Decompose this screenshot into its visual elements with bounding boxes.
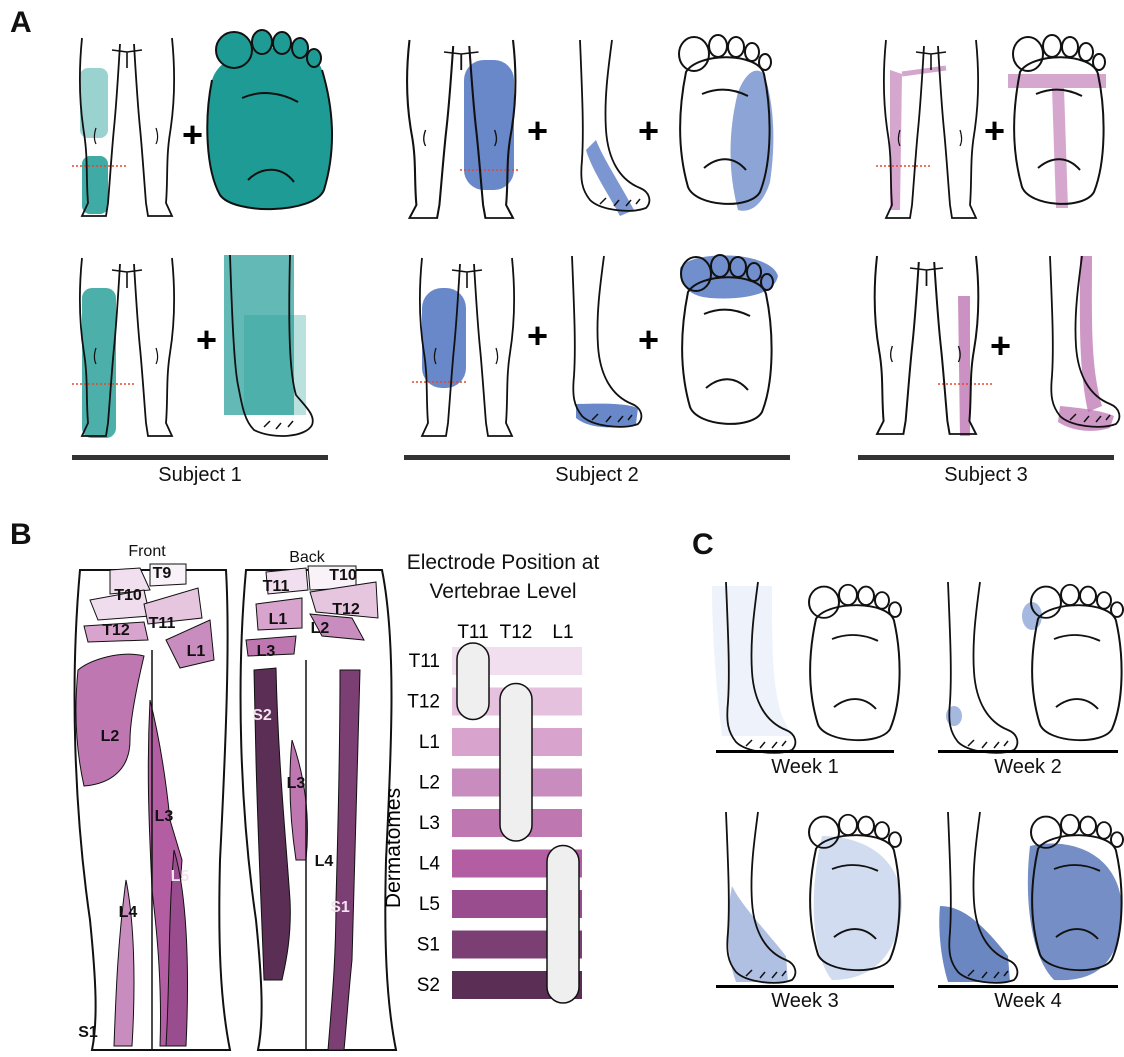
dermatome-row-label: L1 [419, 732, 440, 753]
electrode-column-label: L1 [552, 622, 573, 643]
week3-label: Week 3 [716, 990, 894, 1013]
week3-underline [716, 985, 894, 988]
dermatome-row-label: T12 [407, 692, 440, 713]
dermatomes-axis-label: Dermatomes [382, 788, 405, 908]
week2-label: Week 2 [938, 756, 1118, 779]
week2-underline [938, 750, 1118, 753]
electrode-column-label: T11 [457, 622, 488, 643]
electrode-span-pill [547, 846, 579, 1004]
dermatome-row-label: S1 [417, 935, 440, 956]
dermatome-row-label: L5 [419, 894, 440, 915]
week4-label: Week 4 [938, 990, 1118, 1013]
dermatome-row-label: L2 [419, 773, 440, 794]
dermatome-row-label: L3 [419, 813, 440, 834]
week1-underline [716, 750, 894, 753]
dermatome-row-label: T11 [409, 651, 440, 672]
electrode-span-pill [457, 643, 489, 720]
week4-underline [938, 985, 1118, 988]
electrode-column-label: T12 [500, 622, 533, 643]
electrode-span-pill [500, 684, 532, 842]
week1-label: Week 1 [716, 756, 894, 779]
dermatome-row-label: S2 [417, 975, 440, 996]
dermatome-row-label: L4 [419, 854, 441, 875]
